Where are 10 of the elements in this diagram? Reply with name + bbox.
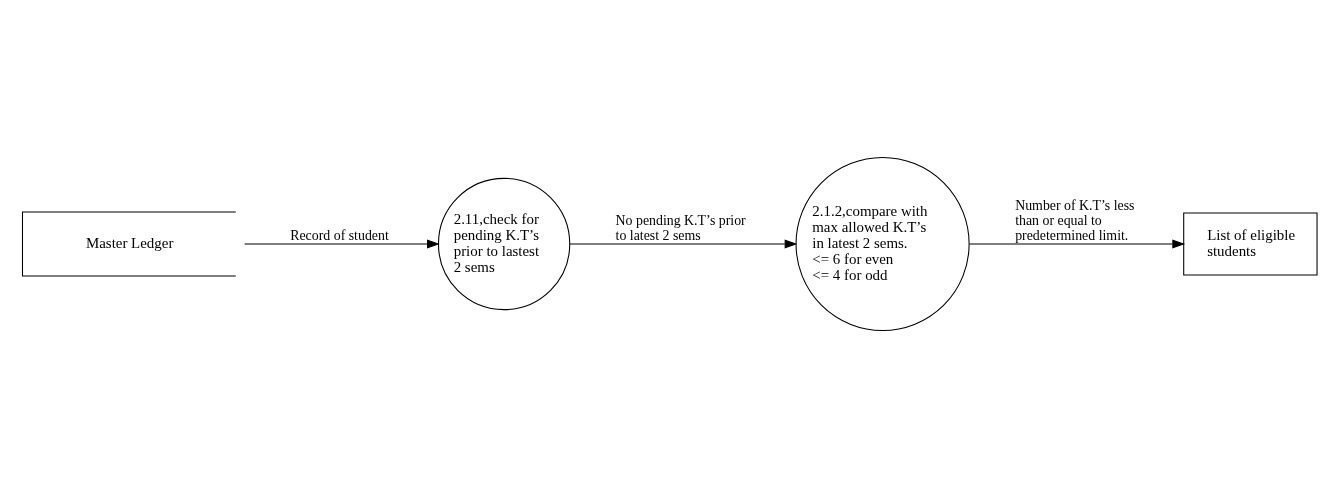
node-text: Master Ledger [85, 234, 174, 251]
arrow [968, 239, 1186, 248]
node-circle: 2.11,check for pending K.T’s prior to lastest 2 sems [437, 177, 571, 310]
arrow [569, 239, 798, 248]
edge-label: Record of student [290, 227, 389, 243]
arrow [244, 239, 440, 248]
edge-label: Number of K.T’s less than or equal to predetermined limit. [1015, 197, 1135, 243]
edge-label: No pending K.T’s prior to latest 2 sems [615, 212, 746, 243]
node-circle: 2.1.2,compare with max allowed K.T’s in latest 2 sems. <= 6 for even <= 4 for odd [795, 156, 970, 331]
node-box: List of eligible students [1183, 212, 1318, 275]
